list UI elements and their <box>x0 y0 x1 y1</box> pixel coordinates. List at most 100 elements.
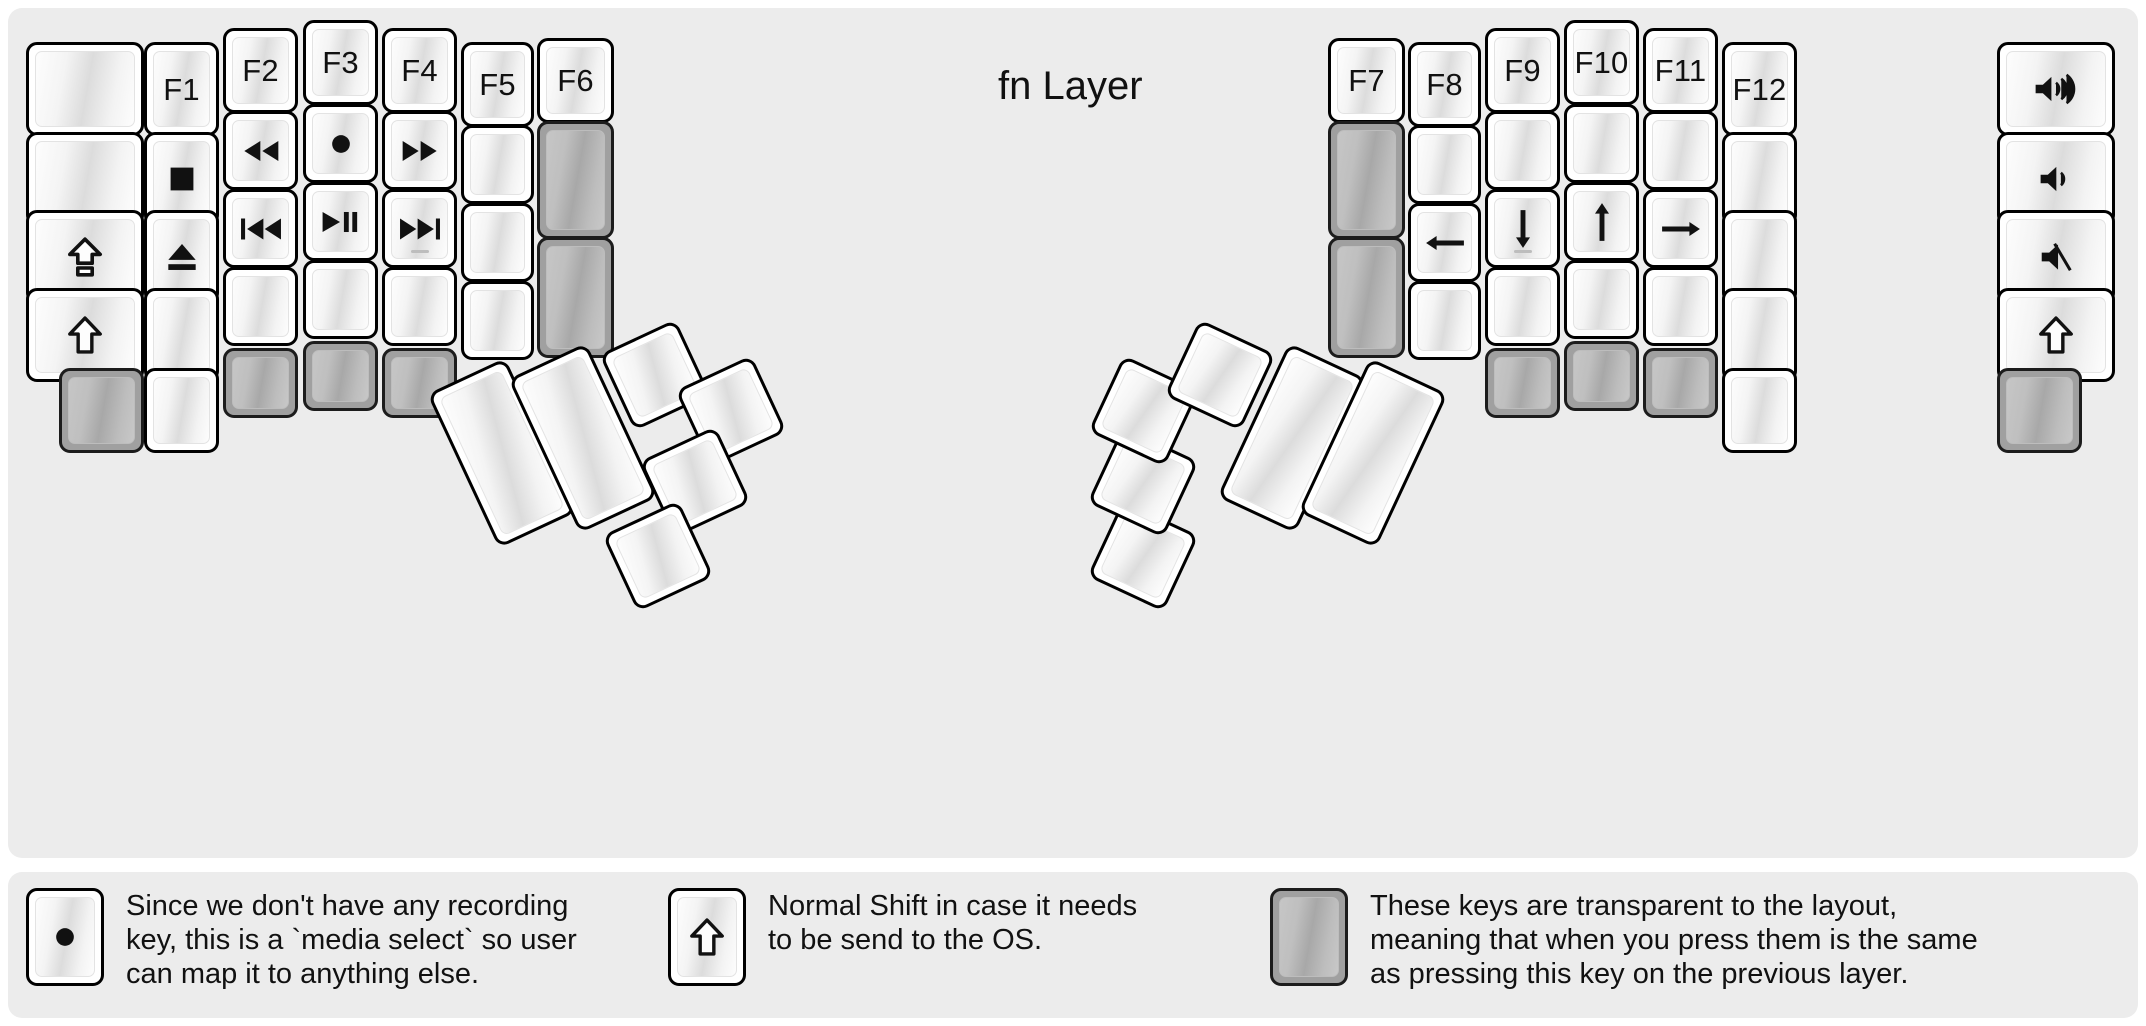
keycap-face: F6 <box>546 47 605 114</box>
keycap-face <box>35 141 135 217</box>
matrix-key[interactable] <box>1722 368 1797 453</box>
keycap-face: F9 <box>1494 37 1551 104</box>
matrix-key[interactable]: F2 <box>223 28 298 113</box>
matrix-key[interactable]: F11 <box>1643 28 1718 113</box>
keycap-face <box>546 130 605 230</box>
home-row-marker <box>410 250 429 253</box>
matrix-key[interactable] <box>461 281 534 360</box>
matrix-key[interactable] <box>223 111 298 190</box>
matrix-key[interactable] <box>1643 348 1718 418</box>
matrix-key[interactable] <box>303 182 378 261</box>
matrix-key[interactable] <box>144 288 219 382</box>
matrix-key[interactable] <box>382 111 457 190</box>
matrix-key[interactable]: F7 <box>1328 38 1405 123</box>
matrix-key[interactable] <box>303 104 378 183</box>
matrix-key[interactable] <box>1408 203 1481 282</box>
matrix-key[interactable] <box>1564 341 1639 411</box>
matrix-key[interactable] <box>26 288 144 382</box>
key-legend-text: F7 <box>1348 63 1385 98</box>
matrix-key[interactable] <box>461 125 534 204</box>
matrix-key[interactable] <box>1722 288 1797 382</box>
matrix-key[interactable] <box>1997 42 2115 136</box>
matrix-key[interactable] <box>303 260 378 339</box>
legend-description: Since we don't have any recording key, t… <box>126 890 577 990</box>
keycap-face: F1 <box>153 51 210 127</box>
matrix-key[interactable]: F6 <box>537 38 614 123</box>
matrix-key[interactable] <box>1643 111 1718 190</box>
key-legend-text: F5 <box>479 67 516 102</box>
keycap-face: F3 <box>312 29 369 96</box>
shift-icon <box>2037 315 2075 355</box>
matrix-key[interactable] <box>223 189 298 268</box>
matrix-key[interactable] <box>223 267 298 346</box>
matrix-key[interactable] <box>59 368 144 453</box>
matrix-key[interactable] <box>1408 125 1481 204</box>
legend-item: Since we don't have any recording key, t… <box>26 888 577 992</box>
keycap-face <box>2006 219 2106 295</box>
keycap-face <box>391 120 448 181</box>
matrix-key[interactable] <box>1564 182 1639 261</box>
matrix-key[interactable]: F4 <box>382 28 457 113</box>
keycap-face <box>470 290 525 351</box>
matrix-key[interactable] <box>537 121 614 239</box>
keycap-face <box>153 377 210 444</box>
record-icon <box>48 920 82 954</box>
volume-down-icon <box>2038 163 2074 195</box>
matrix-key[interactable] <box>1485 189 1560 268</box>
keycap-face: F2 <box>232 37 289 104</box>
keycap-face <box>1573 113 1630 174</box>
matrix-key[interactable] <box>223 348 298 418</box>
keycap-face <box>1652 357 1709 409</box>
volume-mute-icon <box>2039 241 2073 273</box>
matrix-key[interactable] <box>1328 121 1405 239</box>
page-title: fn Layer <box>998 64 1143 108</box>
matrix-key[interactable]: F10 <box>1564 20 1639 105</box>
keycap-face <box>312 350 369 402</box>
matrix-key[interactable] <box>144 368 219 453</box>
matrix-key[interactable] <box>26 42 144 136</box>
keycap-face <box>312 191 369 252</box>
record-icon <box>324 127 358 161</box>
matrix-key[interactable] <box>1643 267 1718 346</box>
matrix-key[interactable]: F5 <box>461 42 534 127</box>
matrix-key[interactable]: F12 <box>1722 42 1797 136</box>
matrix-key[interactable] <box>303 341 378 411</box>
matrix-key[interactable] <box>1328 237 1405 358</box>
key-legend-text: F6 <box>557 63 594 98</box>
key-legend-text: F4 <box>401 53 438 88</box>
matrix-key[interactable] <box>382 348 457 418</box>
matrix-key[interactable]: F9 <box>1485 28 1560 113</box>
keycap-face <box>1573 269 1630 330</box>
keycap-face <box>153 219 210 295</box>
matrix-key[interactable] <box>1485 267 1560 346</box>
matrix-key[interactable] <box>1997 288 2115 382</box>
keycap-face <box>1279 897 1339 977</box>
matrix-key[interactable] <box>382 267 457 346</box>
matrix-key[interactable] <box>1564 104 1639 183</box>
matrix-key[interactable] <box>1485 348 1560 418</box>
matrix-key[interactable] <box>1408 281 1481 360</box>
matrix-key[interactable]: F8 <box>1408 42 1481 127</box>
matrix-key[interactable]: F3 <box>303 20 378 105</box>
matrix-key[interactable] <box>537 237 614 358</box>
matrix-key[interactable] <box>1643 189 1718 268</box>
keycap-face <box>614 512 702 600</box>
keycap-face <box>2006 51 2106 127</box>
keycap-face <box>2006 141 2106 217</box>
keycap-face <box>391 198 448 259</box>
matrix-key[interactable] <box>382 189 457 268</box>
matrix-key[interactable] <box>461 203 534 282</box>
key-legend-text: F10 <box>1574 45 1629 80</box>
keycap-face <box>312 269 369 330</box>
keycap-face <box>1652 198 1709 259</box>
matrix-key[interactable] <box>1997 368 2082 453</box>
keycap-face <box>1652 120 1709 181</box>
matrix-key[interactable] <box>1485 111 1560 190</box>
key-legend-text: F12 <box>1732 71 1787 107</box>
keycap-face: F11 <box>1652 37 1709 104</box>
matrix-key[interactable]: F1 <box>144 42 219 136</box>
shift-icon <box>688 917 726 957</box>
matrix-key[interactable] <box>1564 260 1639 339</box>
